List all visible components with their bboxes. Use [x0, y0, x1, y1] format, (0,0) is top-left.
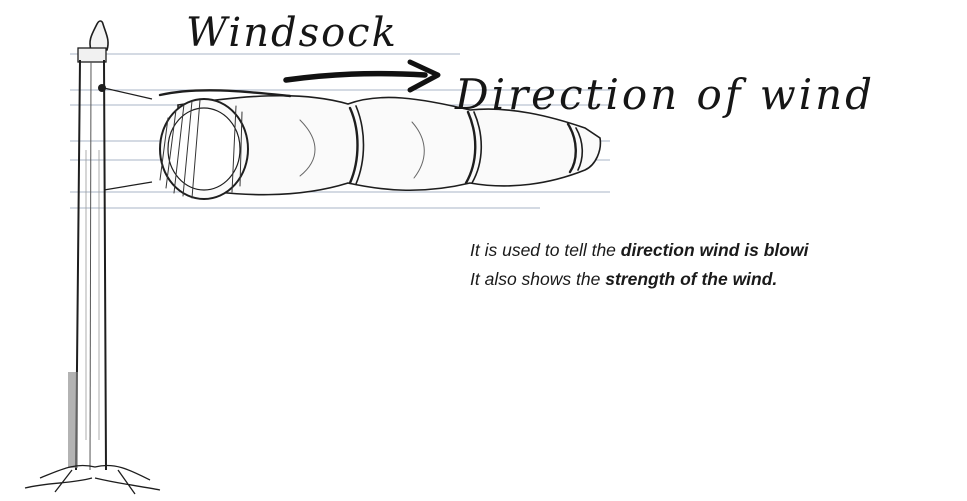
pole-finial [90, 21, 108, 50]
pole [25, 21, 160, 494]
caption-line-1-emphasis: direction wind is blowi [621, 240, 809, 260]
caption-text: It is used to tell the direction wind is… [470, 236, 967, 294]
caption-line-2-text: It also shows the [470, 269, 605, 289]
ground [25, 465, 160, 494]
direction-of-wind-label: Direction of wind [455, 70, 875, 119]
caption-line-1: It is used to tell the direction wind is… [470, 236, 967, 265]
direction-arrow [286, 62, 438, 90]
caption-line-2-emphasis: strength of the wind. [605, 269, 777, 289]
caption-line-1-text: It is used to tell the [470, 240, 621, 260]
windsock-title: Windsock [186, 10, 398, 56]
caption-line-2: It also shows the strength of the wind. [470, 265, 967, 294]
